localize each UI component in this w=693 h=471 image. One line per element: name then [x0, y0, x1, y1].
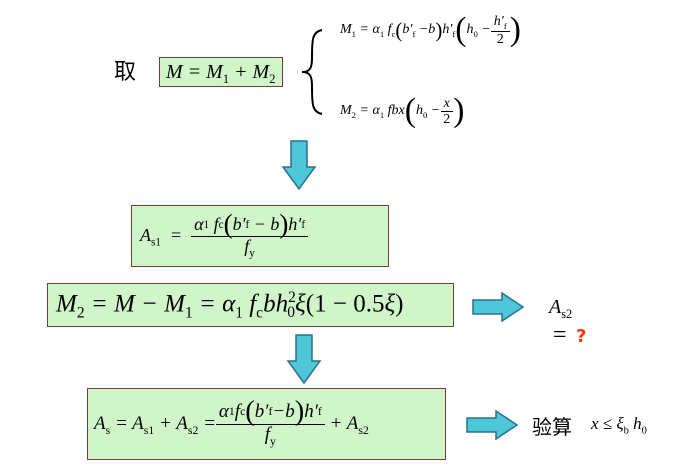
verify-condition: x ≤ ξb h0	[591, 414, 647, 437]
down-arrow-2	[286, 334, 322, 385]
formula-m-sum: M = M1 + M2	[159, 57, 283, 87]
down-arrow-1	[281, 140, 317, 191]
verify-label: 验算	[532, 415, 572, 439]
as2-label: As2	[549, 296, 573, 321]
right-arrow-1	[472, 291, 525, 323]
question-mark: ?	[576, 326, 587, 347]
as2-equals: =	[553, 322, 567, 348]
formula-m2-full: M2 = M − M1 = α1 fcbh20ξ(1 − 0.5ξ)	[47, 283, 454, 327]
take-label: 取	[114, 60, 137, 85]
curly-brace	[301, 29, 323, 115]
right-arrow-2	[466, 409, 519, 441]
